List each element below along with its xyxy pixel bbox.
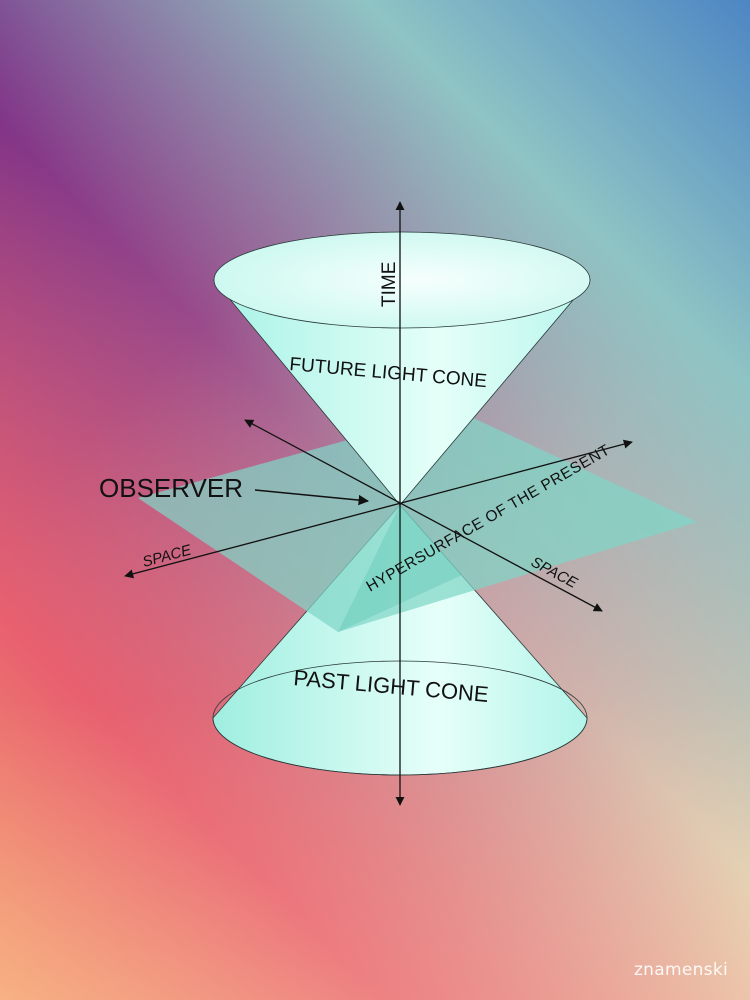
future-cone-rim <box>213 231 591 329</box>
observer-arrow <box>254 489 370 506</box>
space-axis-2 <box>244 419 603 612</box>
space-label-left: SPACE <box>141 541 194 571</box>
observer-label: OBSERVER <box>99 473 243 503</box>
time-label: TIME <box>379 262 400 307</box>
watermark: znamenski <box>633 960 728 980</box>
